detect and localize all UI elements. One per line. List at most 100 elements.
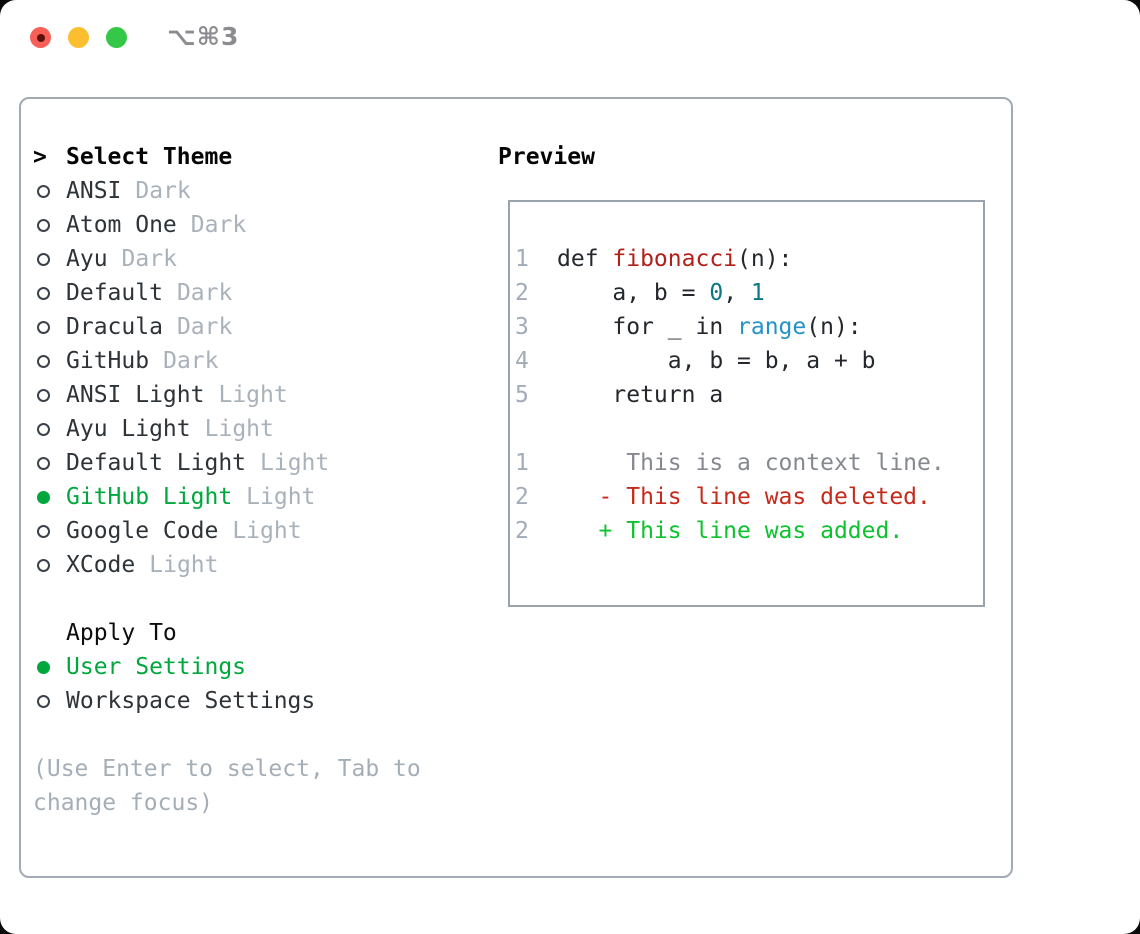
radio-icon — [33, 694, 66, 708]
theme-option-xcode[interactable]: XCode Light — [33, 548, 473, 582]
spacer — [33, 718, 473, 752]
minimize-button[interactable] — [68, 27, 89, 48]
theme-option-ayu-light[interactable]: Ayu Light Light — [33, 412, 473, 446]
radio-icon — [33, 558, 66, 572]
radio-icon — [33, 354, 66, 368]
theme-name: XCode — [66, 552, 136, 578]
radio-selected-icon — [33, 660, 66, 674]
hint-line-1: (Use Enter to select, Tab to — [33, 756, 421, 782]
theme-variant-tag: Dark — [163, 348, 219, 374]
theme-option-github[interactable]: GitHub Dark — [33, 344, 473, 378]
code-segment-context: This is a context line. — [557, 450, 945, 476]
code-segment-code: return a — [557, 382, 724, 408]
preview-line: 1 This is a context line. — [515, 446, 983, 480]
theme-variant-tag: Light — [204, 416, 274, 442]
preview-line: 2 - This line was deleted. — [515, 480, 983, 514]
theme-name: Dracula — [66, 314, 163, 340]
theme-variant-tag: Light — [246, 484, 316, 510]
close-button[interactable] — [30, 27, 51, 48]
hint-line-2: change focus) — [33, 790, 214, 816]
maximize-button[interactable] — [106, 27, 127, 48]
radio-selected-icon — [33, 490, 66, 504]
line-number: 3 — [515, 314, 529, 340]
radio-icon — [33, 524, 66, 538]
theme-variant-tag: Light — [260, 450, 330, 476]
radio-icon — [33, 252, 66, 266]
apply-option-workspace-settings[interactable]: Workspace Settings — [33, 684, 473, 718]
theme-variant-tag: Dark — [135, 178, 191, 204]
theme-variant-tag: Dark — [190, 212, 247, 238]
code-segment-code: (n): — [737, 246, 793, 272]
theme-name: GitHub — [66, 348, 150, 374]
line-number: 4 — [515, 348, 529, 374]
code-segment-code: a, b = — [557, 280, 710, 306]
theme-name: ANSI — [66, 178, 122, 204]
apply-to-title: Apply To — [66, 620, 177, 646]
radio-icon — [33, 320, 66, 334]
prompt-marker: > — [33, 140, 66, 174]
apply-option-user-settings[interactable]: User Settings — [33, 650, 473, 684]
code-segment-code: a, b = b, a + b — [557, 348, 876, 374]
line-number: 2 — [515, 484, 529, 510]
radio-icon — [33, 388, 66, 402]
theme-name: Default Light — [66, 450, 247, 476]
preview-line: 4 a, b = b, a + b — [515, 344, 983, 378]
code-segment-number: 0 — [709, 280, 724, 306]
code-segment-code: def — [557, 246, 613, 272]
theme-name: GitHub Light — [66, 484, 233, 510]
theme-option-default[interactable]: Default Dark — [33, 276, 473, 310]
theme-name: Google Code — [66, 518, 219, 544]
apply-option-label: User Settings — [66, 654, 247, 680]
theme-name: Default — [66, 280, 163, 306]
code-segment-builtin: range — [737, 314, 807, 340]
apply-option-label: Workspace Settings — [66, 688, 316, 714]
theme-name: Ayu Light — [66, 416, 191, 442]
preview-line: 5 return a — [515, 378, 983, 412]
code-segment-added: + This line was added. — [557, 518, 904, 544]
preview-line: 2 a, b = 0, 1 — [515, 276, 983, 310]
radio-icon — [33, 286, 66, 300]
theme-variant-tag: Light — [232, 518, 302, 544]
preview-line: 3 for _ in range(n): — [515, 310, 983, 344]
code-segment-deleted: - This line was deleted. — [557, 484, 931, 510]
line-number: 1 — [515, 246, 529, 272]
theme-name: Ayu — [66, 246, 108, 272]
apply-to-header-row: Apply To — [33, 616, 473, 650]
line-number: 2 — [515, 518, 529, 544]
line-number — [515, 412, 557, 446]
spacer — [33, 582, 473, 616]
theme-option-default-light[interactable]: Default Light Light — [33, 446, 473, 480]
theme-option-atom-one[interactable]: Atom One Dark — [33, 208, 473, 242]
theme-option-ansi[interactable]: ANSI Dark — [33, 174, 473, 208]
theme-variant-tag: Dark — [176, 280, 233, 306]
theme-list-title: Select Theme — [66, 144, 233, 170]
radio-icon — [33, 422, 66, 436]
close-dot-icon — [36, 33, 45, 42]
theme-option-github-light[interactable]: GitHub Light Light — [33, 480, 473, 514]
line-number: 2 — [515, 280, 529, 306]
theme-list-header: > Select Theme — [33, 140, 473, 174]
theme-option-google-code[interactable]: Google Code Light — [33, 514, 473, 548]
theme-variant-tag: Light — [149, 552, 219, 578]
theme-name: Atom One — [66, 212, 177, 238]
code-segment-code: , — [723, 280, 751, 306]
line-number: 1 — [515, 450, 529, 476]
radio-icon — [33, 184, 66, 198]
preview-line: 2 + This line was added. — [515, 514, 983, 548]
preview-title: Preview — [498, 144, 595, 170]
radio-icon — [33, 218, 66, 232]
code-segment-number: 1 — [750, 280, 765, 306]
code-segment-code: for _ in — [557, 314, 738, 340]
theme-name: ANSI Light — [66, 382, 205, 408]
